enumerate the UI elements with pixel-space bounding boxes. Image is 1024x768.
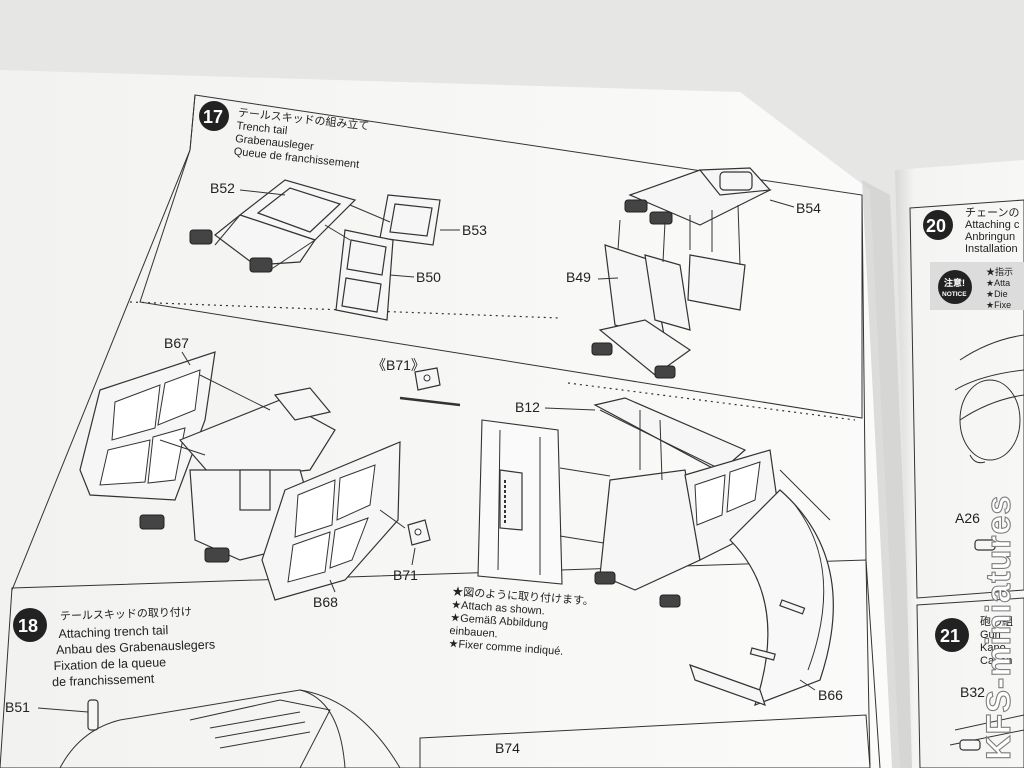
step20-number: 20 bbox=[926, 216, 946, 236]
label-b74: B74 bbox=[495, 740, 520, 756]
step18-frame bbox=[0, 559, 871, 768]
notice-en: NOTICE bbox=[942, 291, 967, 298]
label-b12: B12 bbox=[515, 399, 540, 415]
step17-number: 17 bbox=[203, 107, 223, 127]
step20-title-fr: Installation bbox=[965, 243, 1018, 255]
step20-title-de: Anbringun bbox=[965, 231, 1015, 243]
label-b71-callout: 《B71》 bbox=[372, 357, 425, 373]
step21-title-jp: 砲の組 bbox=[980, 615, 1013, 628]
left-page bbox=[0, 70, 915, 768]
label-b51: B51 bbox=[5, 699, 30, 715]
label-b52: B52 bbox=[210, 180, 235, 196]
step18-title-en: Attaching trench tail bbox=[58, 623, 168, 641]
dotted-separator bbox=[567, 382, 856, 421]
label-b71: B71 bbox=[393, 567, 418, 583]
label-b54: B54 bbox=[796, 200, 821, 216]
assembly-b67-b68-b71 bbox=[79, 351, 431, 601]
step20-tank-drawing bbox=[954, 334, 1024, 551]
right-page bbox=[895, 160, 1024, 768]
label-b32: B32 bbox=[960, 684, 985, 700]
label-b50: B50 bbox=[416, 269, 441, 285]
step21-title-en: Gun bbox=[980, 629, 1001, 641]
b71-detail bbox=[399, 367, 461, 407]
label-b67: B67 bbox=[164, 335, 189, 351]
step20-title-en: Attaching c bbox=[965, 219, 1020, 231]
assembly-b54-b49 bbox=[591, 167, 772, 379]
step18-hull-drawing bbox=[59, 689, 871, 768]
step20-badge: 20 bbox=[923, 210, 953, 240]
step20-note-2: ★Atta bbox=[986, 278, 1010, 288]
label-b66: B66 bbox=[818, 687, 843, 703]
step17-badge: 17 bbox=[199, 101, 229, 131]
step21-title-fr: Canon bbox=[980, 655, 1012, 667]
label-b49: B49 bbox=[566, 269, 591, 285]
step20-note-1: ★指示 bbox=[986, 266, 1013, 277]
step20-note-3: ★Die bbox=[986, 289, 1008, 299]
step18-title-fr1: Fixation de la queue bbox=[53, 655, 166, 673]
step21-badge: 21 bbox=[935, 618, 969, 652]
step18-title-fr2: de franchissement bbox=[52, 672, 155, 690]
assembly-b52-b53-b50 bbox=[189, 179, 441, 321]
label-b68: B68 bbox=[313, 594, 338, 610]
watermark: KFS-miniatures bbox=[980, 495, 1018, 760]
step18-badge: 18 bbox=[13, 608, 47, 642]
notice-jp: 注意! bbox=[944, 277, 965, 288]
step21-gun-drawing bbox=[949, 714, 1024, 751]
instruction-de2: einbauen. bbox=[449, 625, 498, 640]
step18-title-de: Anbau des Grabenauslegers bbox=[56, 638, 216, 658]
step20-note-4: ★Fixe bbox=[986, 300, 1011, 310]
assembly-b12-b66 bbox=[593, 397, 834, 707]
notice-badge: 注意! NOTICE bbox=[938, 270, 972, 304]
step18-title-jp: テールスキッドの取り付け bbox=[60, 605, 192, 623]
step20-title-jp: チェーンの bbox=[965, 206, 1019, 219]
label-a26: A26 bbox=[955, 510, 980, 526]
step21-number: 21 bbox=[940, 626, 960, 646]
step18-number: 18 bbox=[18, 616, 38, 636]
label-b53: B53 bbox=[462, 222, 487, 238]
step21-title-de: Kano bbox=[980, 642, 1006, 654]
inset-detail bbox=[477, 419, 611, 585]
step17-title-en: Trench tail bbox=[236, 120, 288, 137]
